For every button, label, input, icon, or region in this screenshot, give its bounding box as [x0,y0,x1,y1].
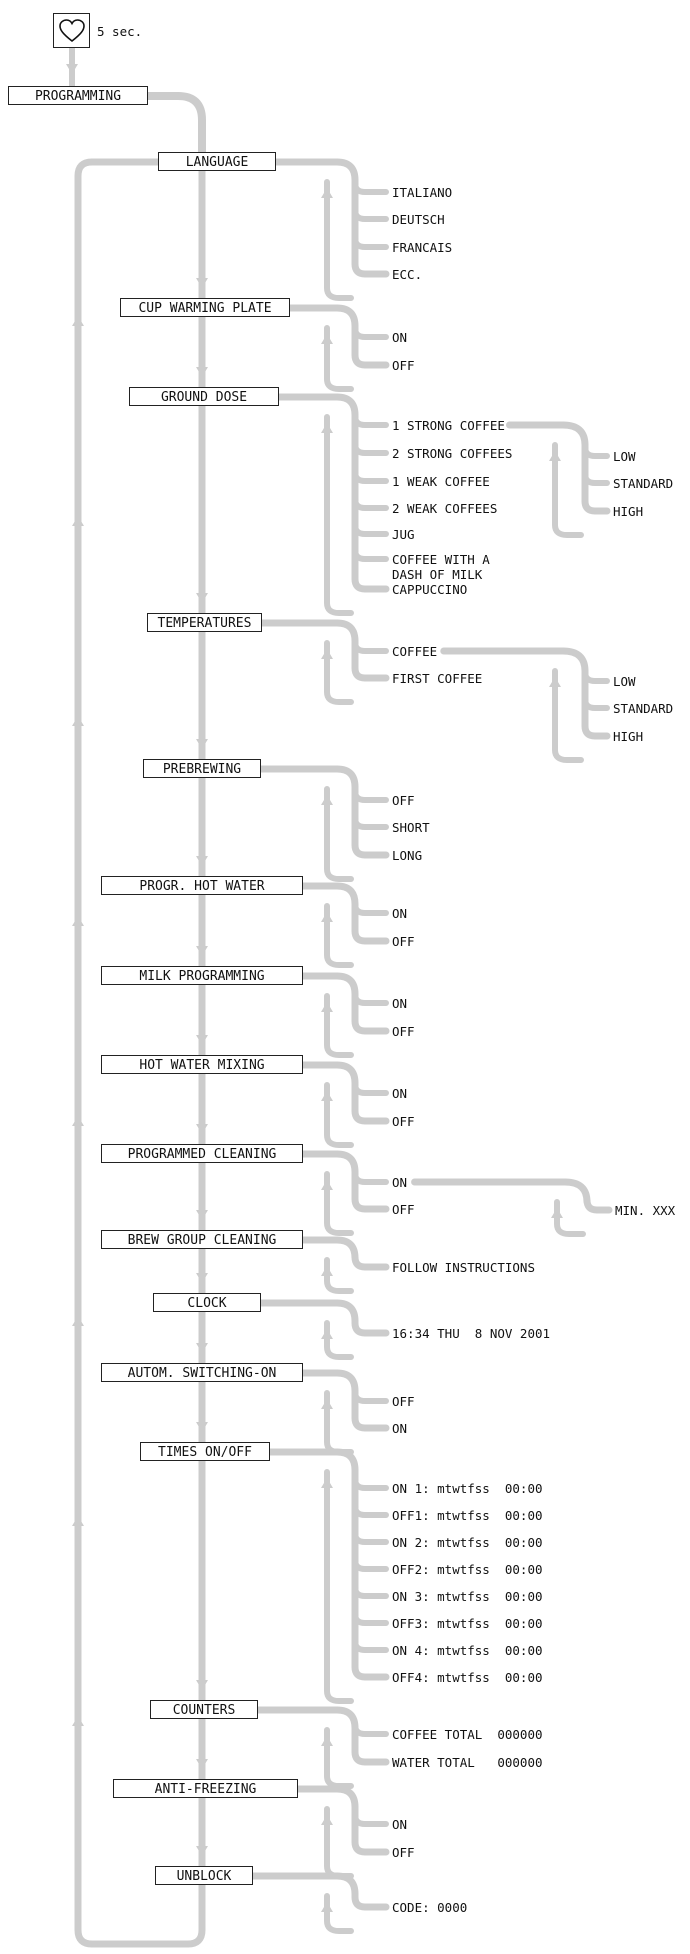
option-language[interactable]: FRANCAIS [392,240,453,255]
option-ground-dose[interactable]: CAPPUCCINO [392,582,468,597]
option-times-on-off[interactable]: OFF2: mtwtfss 00:00 [392,1562,543,1577]
menu-cup-warming-plate[interactable]: CUP WARMING PLATE [120,298,290,317]
option-ground-dose[interactable]: 2 WEAK COFFEES [392,501,498,516]
sub-option-temperatures[interactable]: STANDARD [613,701,674,716]
option-language[interactable]: DEUTSCH [392,212,445,227]
option-autom-switching-on[interactable]: OFF [392,1394,415,1409]
menu-unblock[interactable]: UNBLOCK [155,1866,253,1885]
option-unblock[interactable]: CODE: 0000 [392,1900,468,1915]
option-times-on-off[interactable]: OFF3: mtwtfss 00:00 [392,1616,543,1631]
option-programmed-cleaning[interactable]: OFF [392,1202,415,1217]
option-language[interactable]: ITALIANO [392,185,453,200]
option-autom-switching-on[interactable]: ON [392,1421,408,1436]
menu-ground-dose[interactable]: GROUND DOSE [129,387,279,406]
sub-option-programmed-cleaning[interactable]: MIN. XXX [615,1203,676,1218]
menu-anti-freezing[interactable]: ANTI-FREEZING [113,1779,298,1798]
option-counters[interactable]: WATER TOTAL 000000 [392,1755,543,1770]
option-clock[interactable]: 16:34 THU 8 NOV 2001 [392,1326,551,1341]
menu-programmed-cleaning[interactable]: PROGRAMMED CLEANING [101,1144,303,1163]
sub-option-ground-dose[interactable]: LOW [613,449,636,464]
sub-option-temperatures[interactable]: LOW [613,674,636,689]
programming-root: PROGRAMMING [8,86,148,105]
option-times-on-off[interactable]: ON 2: mtwtfss 00:00 [392,1535,543,1550]
menu-milk-programming[interactable]: MILK PROGRAMMING [101,966,303,985]
menu-progr-hot-water[interactable]: PROGR. HOT WATER [101,876,303,895]
option-anti-freezing[interactable]: OFF [392,1845,415,1860]
option-temperatures[interactable]: FIRST COFFEE [392,671,483,686]
option-prebrewing[interactable]: LONG [392,848,423,863]
option-prebrewing[interactable]: SHORT [392,820,430,835]
menu-autom-switching-on[interactable]: AUTOM. SWITCHING-ON [101,1363,303,1382]
heart-button[interactable] [53,13,90,48]
sub-option-temperatures[interactable]: HIGH [613,729,644,744]
sub-option-ground-dose[interactable]: STANDARD [613,476,674,491]
option-anti-freezing[interactable]: ON [392,1817,408,1832]
sub-option-ground-dose[interactable]: HIGH [613,504,644,519]
menu-language[interactable]: LANGUAGE [158,152,276,171]
menu-brew-group-cleaning[interactable]: BREW GROUP CLEANING [101,1230,303,1249]
menu-prebrewing[interactable]: PREBREWING [143,759,261,778]
hold-duration: 5 sec. [97,24,143,39]
option-times-on-off[interactable]: ON 1: mtwtfss 00:00 [392,1481,543,1496]
option-cup-warming-plate[interactable]: ON [392,330,408,345]
menu-clock[interactable]: CLOCK [153,1293,261,1312]
heart-icon [59,19,85,43]
option-language[interactable]: ECC. [392,267,423,282]
option-hot-water-mixing[interactable]: ON [392,1086,408,1101]
option-times-on-off[interactable]: ON 3: mtwtfss 00:00 [392,1589,543,1604]
option-ground-dose[interactable]: 1 WEAK COFFEE [392,474,490,489]
option-times-on-off[interactable]: OFF4: mtwtfss 00:00 [392,1670,543,1685]
option-ground-dose[interactable]: JUG [392,527,415,542]
menu-temperatures[interactable]: TEMPERATURES [147,613,262,632]
option-times-on-off[interactable]: ON 4: mtwtfss 00:00 [392,1643,543,1658]
option-hot-water-mixing[interactable]: OFF [392,1114,415,1129]
option-brew-group-cleaning[interactable]: FOLLOW INSTRUCTIONS [392,1260,535,1275]
option-milk-programming[interactable]: OFF [392,1024,415,1039]
option-prebrewing[interactable]: OFF [392,793,415,808]
menu-counters[interactable]: COUNTERS [150,1700,258,1719]
option-counters[interactable]: COFFEE TOTAL 000000 [392,1727,543,1742]
option-progr-hot-water[interactable]: OFF [392,934,415,949]
option-temperatures[interactable]: COFFEE [392,644,438,659]
option-cup-warming-plate[interactable]: OFF [392,358,415,373]
option-ground-dose[interactable]: 2 STRONG COFFEES [392,446,513,461]
option-ground-dose[interactable]: 1 STRONG COFFEE [392,418,505,433]
menu-times-on-off[interactable]: TIMES ON/OFF [140,1442,270,1461]
option-times-on-off[interactable]: OFF1: mtwtfss 00:00 [392,1508,543,1523]
option-ground-dose[interactable]: COFFEE WITH A DASH OF MILK [392,552,490,582]
option-programmed-cleaning[interactable]: ON [392,1175,408,1190]
option-milk-programming[interactable]: ON [392,996,408,1011]
menu-hot-water-mixing[interactable]: HOT WATER MIXING [101,1055,303,1074]
option-progr-hot-water[interactable]: ON [392,906,408,921]
